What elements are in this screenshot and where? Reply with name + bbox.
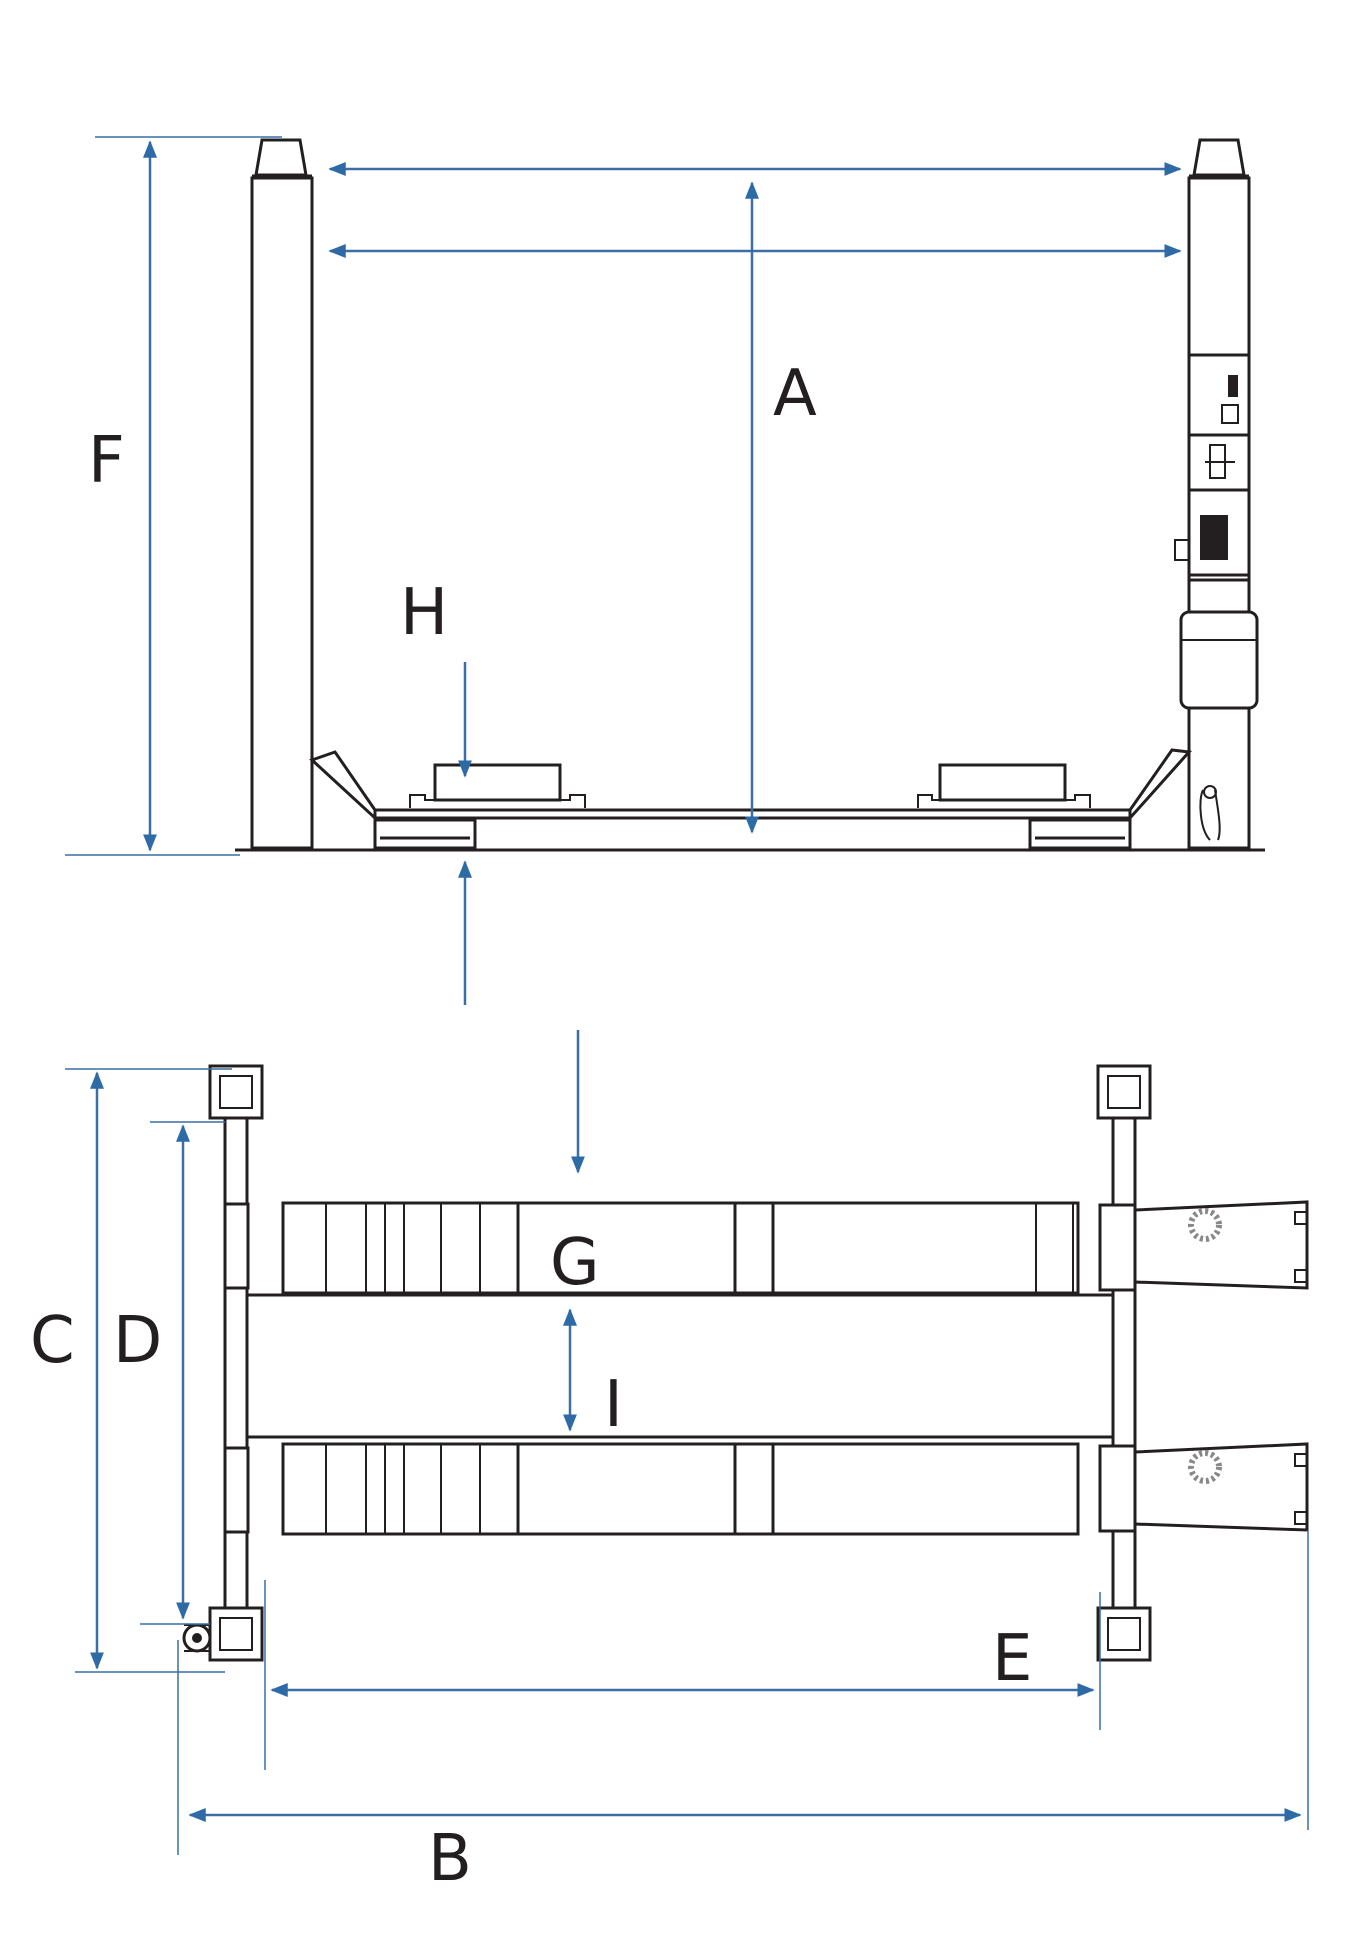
post-bottom-right [1096,1606,1152,1662]
side-view: F A H [65,136,1265,1005]
label-e: E [992,1622,1032,1696]
post-top-right [1096,1064,1152,1120]
control-box [1187,353,1251,437]
cross-beam-right [1111,1116,1137,1610]
post-bottom-left [182,1606,264,1662]
ramp-top-upper [1098,1200,1309,1292]
dimension-f [65,136,282,856]
left-column [250,138,314,850]
right-column [1174,138,1259,850]
label-h: H [400,576,448,650]
ramp-top-lower [1098,1442,1309,1533]
top-view: C D G I E B [30,1030,1309,1896]
label-b: B [428,1822,472,1896]
runway-top-upper [223,1201,1113,1297]
post-top-left [208,1064,264,1120]
label-i: I [604,1368,623,1442]
motor [1179,610,1259,710]
label-c: C [30,1304,75,1378]
label-g: G [550,1226,600,1300]
label-d: D [113,1304,162,1378]
label-f: F [88,424,125,498]
runway-top-lower [223,1435,1113,1536]
label-a: A [773,357,817,431]
cross-beam-left [223,1116,249,1610]
runway-side [309,748,1193,850]
